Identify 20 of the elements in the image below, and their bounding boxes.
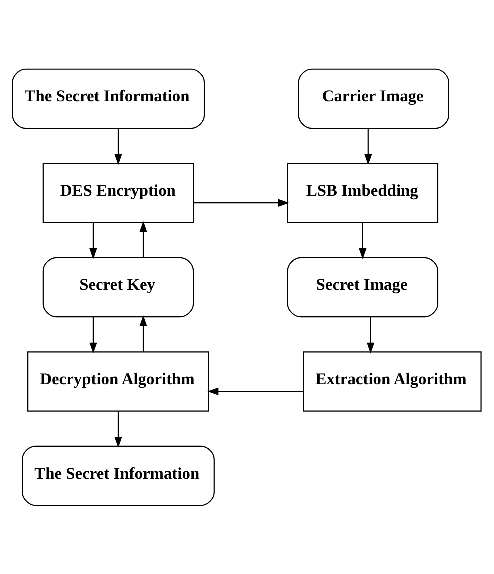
node-box: Secret Key xyxy=(42,256,194,318)
node-box: The Secret Information xyxy=(12,68,206,129)
node-box: Decryption Algorithm xyxy=(28,351,210,412)
arrow xyxy=(114,411,122,448)
node-box: Carrier Image xyxy=(298,68,450,129)
node-box: DES Encryption xyxy=(42,162,194,223)
node-box: Secret Image xyxy=(287,256,439,318)
node-box: LSB Imbedding xyxy=(287,162,439,223)
arrow xyxy=(90,316,98,354)
arrow xyxy=(208,387,304,395)
arrow xyxy=(140,220,148,258)
arrow xyxy=(140,314,148,352)
arrow xyxy=(90,222,98,260)
node-box: The Secret Information xyxy=(22,445,215,506)
arrow xyxy=(114,128,122,165)
arrow xyxy=(364,128,372,165)
arrow xyxy=(367,316,375,354)
arrow xyxy=(194,198,290,206)
node-box: Extraction Algorithm xyxy=(303,351,482,412)
arrow xyxy=(359,222,367,260)
